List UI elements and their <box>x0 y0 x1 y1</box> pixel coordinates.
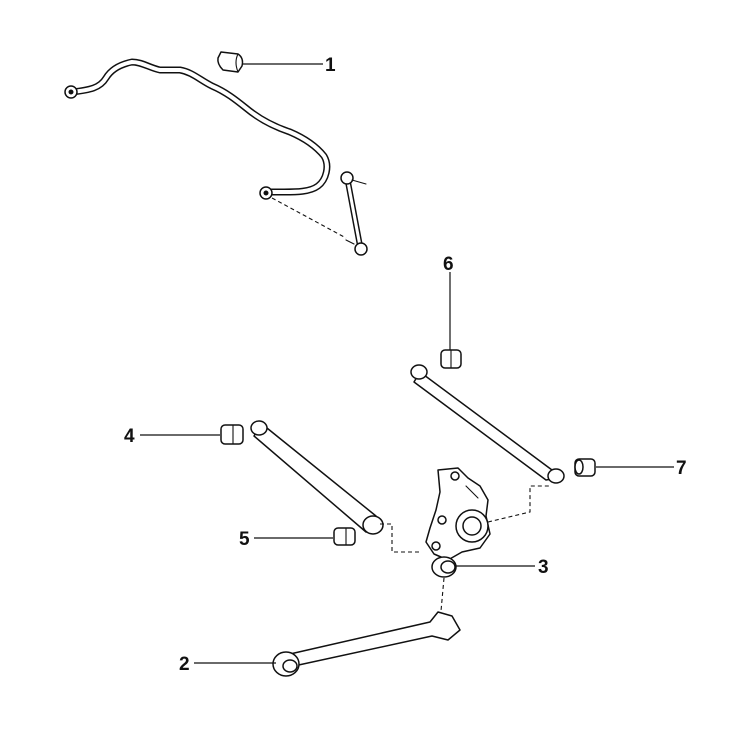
rear-axle-carrier <box>425 467 491 561</box>
bushing-part-7 <box>574 458 596 477</box>
callout-7: 7 <box>676 458 687 479</box>
trailing-arm <box>272 611 461 677</box>
callout-3: 3 <box>538 557 549 578</box>
callout-2: 2 <box>179 654 190 675</box>
callout-5: 5 <box>239 529 250 550</box>
callout-4: 4 <box>124 426 135 447</box>
upper-control-arm <box>410 364 565 484</box>
bushing-part-5 <box>333 527 356 546</box>
leader-lines <box>140 63 674 664</box>
stabilizer-bar <box>64 58 331 200</box>
lower-lateral-arm <box>250 420 384 535</box>
bushing-part-6 <box>440 349 462 369</box>
callout-1: 1 <box>325 55 336 76</box>
bushing-part-4 <box>220 424 244 445</box>
callout-6: 6 <box>443 254 454 275</box>
carrier-bushing-part-3 <box>431 556 457 578</box>
stabilizer-bushing-part-1 <box>217 51 244 73</box>
stabilizer-link <box>271 171 368 256</box>
